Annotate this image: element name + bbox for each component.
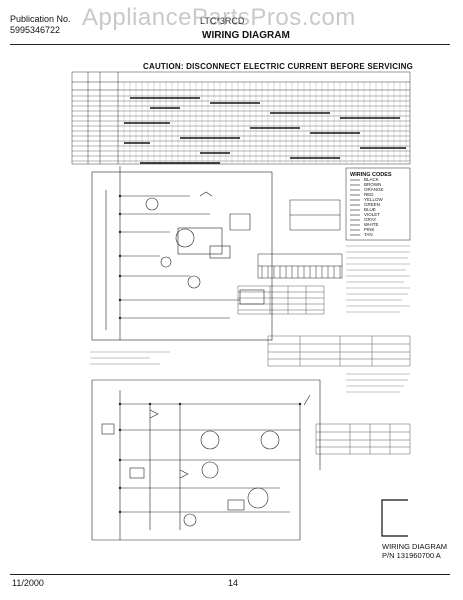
legend-item: VIOLET — [364, 212, 381, 217]
page-tab — [381, 499, 408, 537]
diagram-title: WIRING DIAGRAM — [202, 30, 290, 41]
diagram-reference: WIRING DIAGRAM P/N 131960700 A — [382, 542, 447, 560]
cycle-table — [267, 335, 411, 367]
legend-title: WIRING CODES — [350, 172, 392, 178]
terminal-block — [257, 199, 343, 279]
lower-schematic — [91, 379, 321, 541]
selector-switch-table — [315, 423, 411, 455]
temperature-table — [237, 285, 325, 315]
watermark: AppliancePartsPros.com — [82, 4, 356, 31]
legend-item: RED — [364, 192, 374, 197]
footer-rule — [10, 574, 450, 575]
timer-chart — [71, 71, 411, 165]
publication-info: Publication No. 5995346722 — [10, 14, 71, 36]
footer-date: 11/2000 — [12, 578, 44, 588]
header-rule — [10, 44, 450, 45]
diagram-label: WIRING DIAGRAM — [382, 542, 447, 551]
legend-item: TAN — [364, 232, 373, 237]
notes-block — [346, 245, 410, 313]
model-code: LTC*3RCD — [200, 16, 245, 26]
publication-number: 5995346722 — [10, 25, 61, 35]
legend-item: GREEN — [364, 202, 381, 207]
caution-notice: CAUTION: DISCONNECT ELECTRIC CURRENT BEF… — [143, 62, 414, 71]
legend-item: BLACK — [364, 177, 379, 182]
legend-item: BLUE — [364, 207, 376, 212]
part-number: P/N 131960700 A — [382, 551, 441, 560]
publication-label: Publication No. — [10, 14, 71, 24]
legend-item: GRAY — [364, 217, 377, 222]
note-lines-mid — [90, 351, 410, 393]
wiring-legend-box — [345, 167, 411, 241]
legend-item: BROWN — [364, 182, 382, 187]
page-number: 14 — [228, 578, 239, 588]
legend-item: YELLOW — [364, 197, 383, 202]
legend-item: PINK — [364, 227, 375, 232]
legend-item: WHITE — [364, 222, 379, 227]
legend-item: ORANGE — [364, 187, 384, 192]
